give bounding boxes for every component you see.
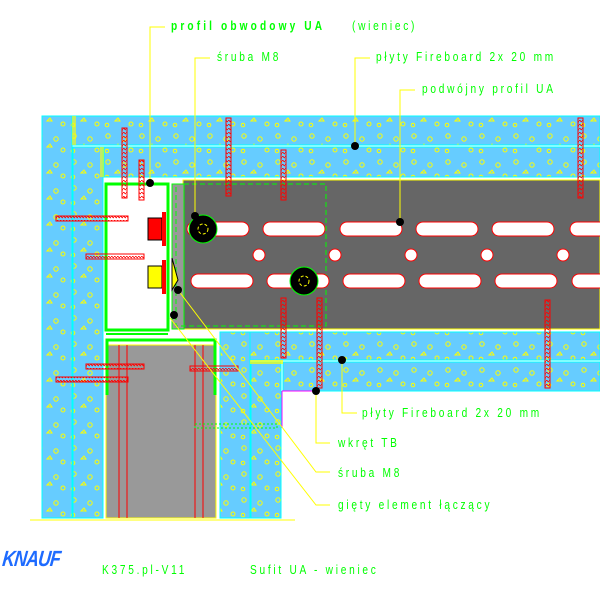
label-boards-top: płyty Fireboard 2x 20 mm — [376, 49, 556, 64]
label-perimeter-profile: profil obwodowy UA — [171, 18, 326, 33]
m8-bolt-heads — [188, 214, 319, 296]
label-perimeter-profile-paren: (wieniec) — [352, 18, 418, 33]
double-ua-profile — [171, 179, 600, 330]
leader-dots — [146, 142, 404, 395]
label-boards-bottom: płyty Fireboard 2x 20 mm — [362, 405, 542, 420]
knauf-logo: KNAUF — [1, 546, 62, 571]
drawing-code: K375.pl-V11 — [102, 562, 188, 577]
label-bolt-bottom: śruba M8 — [338, 465, 403, 480]
label-screw-tb: wkręt TB — [338, 435, 400, 450]
label-double-profile: podwójny profil UA — [422, 81, 556, 96]
wall-boards — [41, 115, 282, 519]
drawing-title: Sufit UA - wieniec — [250, 562, 379, 577]
leader-lines — [149, 26, 415, 506]
lower-column-profile — [105, 338, 217, 519]
hidden-screw — [194, 423, 278, 429]
label-bolt-top: śruba M8 — [217, 49, 282, 64]
top-ceiling-boards — [71, 115, 600, 178]
label-bent-connector: gięty element łączący — [338, 497, 493, 512]
screws — [55, 117, 584, 389]
bolt-nuts — [147, 212, 179, 294]
